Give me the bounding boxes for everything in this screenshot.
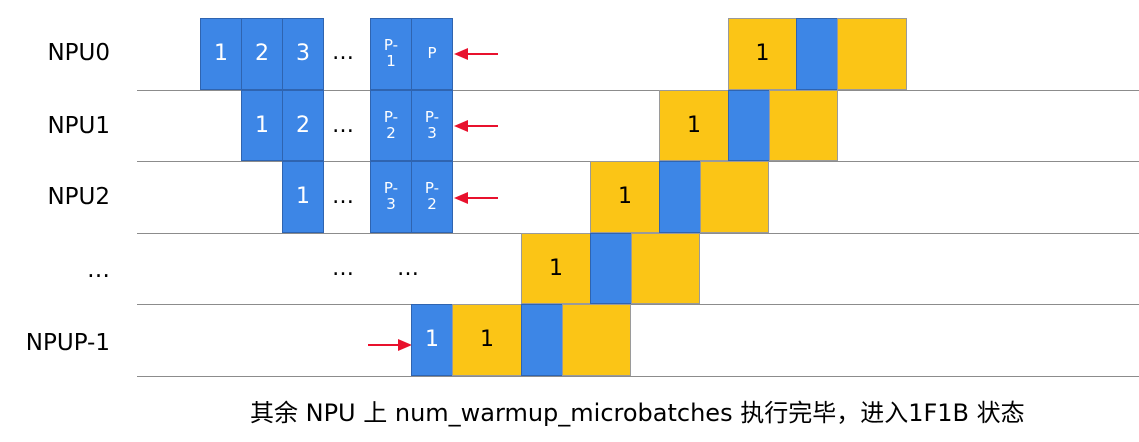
backward-cell xyxy=(700,161,769,233)
left-arrow-icon xyxy=(454,192,498,204)
row-label-npu1: NPU1 xyxy=(47,113,110,139)
row-line xyxy=(137,304,1139,305)
backward-cell xyxy=(837,18,907,90)
forward-cell: 2 xyxy=(241,18,283,90)
ellipsis: … xyxy=(397,256,419,281)
ellipsis: … xyxy=(332,113,354,138)
row-label-npu2: NPU2 xyxy=(47,184,110,210)
forward-cell: P xyxy=(411,18,453,90)
forward-cell: 1 xyxy=(282,161,324,233)
ellipsis: … xyxy=(332,40,354,65)
caption: 其余 NPU 上 num_warmup_microbatches 执行完毕，进入… xyxy=(250,399,1025,427)
forward-cell: P- 1 xyxy=(370,18,412,90)
forward-cell xyxy=(728,90,770,161)
row-line xyxy=(137,376,1139,377)
forward-cell: 2 xyxy=(282,90,324,161)
backward-cell: 1 xyxy=(521,233,591,304)
forward-cell xyxy=(659,161,701,233)
backward-cell: 1 xyxy=(452,304,522,376)
ellipsis: … xyxy=(332,184,354,209)
forward-cell: P- 2 xyxy=(370,90,412,161)
forward-cell: P- 2 xyxy=(411,161,453,233)
row-line xyxy=(137,90,1139,91)
right-arrow-icon xyxy=(368,339,412,351)
forward-cell xyxy=(590,233,632,304)
forward-cell: P- 3 xyxy=(411,90,453,161)
backward-cell xyxy=(769,90,838,161)
backward-cell: 1 xyxy=(728,18,797,90)
forward-cell: 1 xyxy=(200,18,242,90)
backward-cell: 1 xyxy=(659,90,729,161)
backward-cell xyxy=(562,304,631,376)
row-label-npup-1: NPUP-1 xyxy=(25,330,110,356)
forward-cell xyxy=(796,18,838,90)
forward-cell: 1 xyxy=(411,304,453,376)
forward-cell: 1 xyxy=(241,90,283,161)
forward-cell xyxy=(521,304,563,376)
forward-cell: 3 xyxy=(282,18,324,90)
left-arrow-icon xyxy=(454,120,498,132)
row-label-npu0: NPU0 xyxy=(47,40,110,66)
left-arrow-icon xyxy=(454,48,498,60)
row-label-ellipsis: … xyxy=(87,257,110,283)
ellipsis: … xyxy=(332,256,354,281)
backward-cell: 1 xyxy=(590,161,660,233)
backward-cell xyxy=(631,233,700,304)
forward-cell: P- 3 xyxy=(370,161,412,233)
